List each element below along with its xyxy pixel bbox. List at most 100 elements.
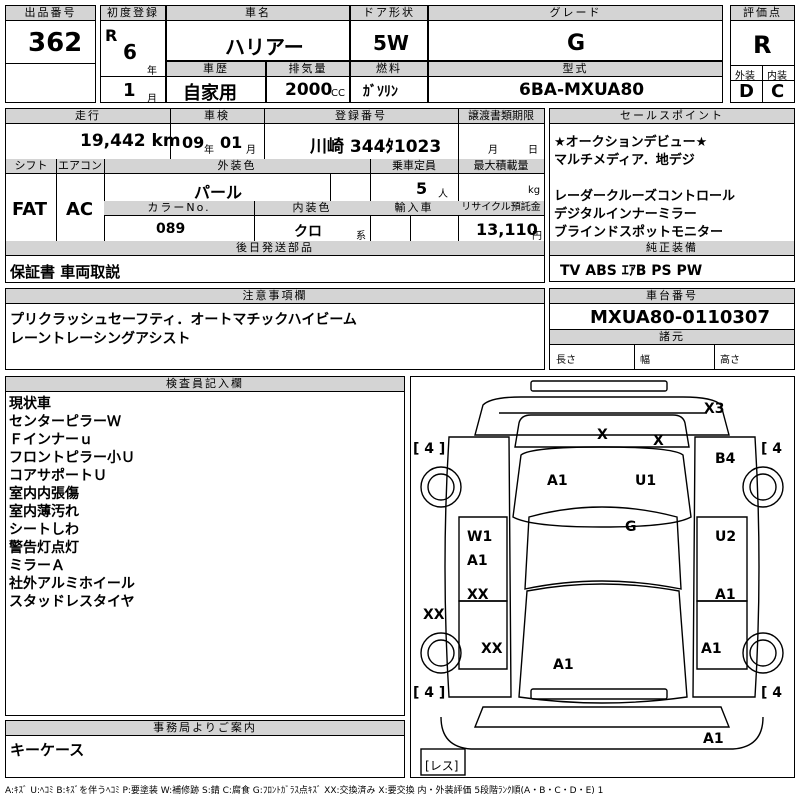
mark-x-b: X [653,433,664,449]
tire-depth: 4 [772,685,783,701]
transfer-day: 日 [528,145,538,156]
mark-b4: B4 [715,451,736,467]
first-reg-year: 6 [123,40,137,64]
equipment: TV ABS ｴｱB PS PW [560,263,703,279]
load-unit: kg [528,185,541,196]
lot-label: 出品番号 [6,6,95,21]
sales-line: ブラインドスポットモニター [554,225,724,240]
mark-a1-left: A1 [467,553,488,569]
office-label: 事務局よりご案内 [6,721,404,736]
later-label: 後日発送部品 [6,241,544,256]
inspector-line: 警告灯点灯 [9,540,79,556]
tire-front-right: [ 4 [761,441,783,457]
mileage-label: 走行 [6,109,170,124]
inspector-line: ミラーＡ [9,558,65,574]
ext-color-label: 外装色 [104,159,370,174]
color-no: 089 [156,221,186,237]
car-name-label: 車名 [167,6,349,21]
history-box: 車歴 自家用 [166,61,266,104]
reg-number: 川崎 344ﾀ1023 [310,137,442,157]
inspector-line: スタッドレスタイヤ [9,594,135,610]
mark-xx-left-in: XX [467,587,489,603]
car-name: ハリアー [225,35,304,59]
inspector-line: 室内薄汚れ [9,504,79,520]
door-label: ドア形状 [351,6,427,21]
model-label: 型式 [429,62,722,77]
load-label: 最大積載量 [458,159,544,174]
car-outline [420,380,784,776]
inspector-line: シートしわ [9,522,79,538]
tire-depth: 4 [424,685,435,701]
history: 自家用 [183,83,237,104]
fuel-box: 燃料 ｶﾞｿﾘﾝ [350,61,428,103]
era: R [105,26,118,45]
mark-a1-front-l: A1 [547,473,568,489]
score: R [753,31,772,59]
inspector-line: Ｆインナーｕ [9,432,93,448]
sales-line: レーダークルーズコントロール [554,189,735,204]
chassis-label: 車台番号 [550,289,794,304]
grade: G [567,31,586,56]
office-note: キーケース [10,741,85,759]
ac: AC [66,199,94,220]
first-reg-label: 初度登録 [101,6,165,21]
specs-label: 諸元 [550,330,794,345]
displacement-box: 排気量 2000 CC [266,61,350,103]
tire-depth: 4 [424,441,435,457]
fuel-label: 燃料 [351,62,427,77]
ext-color: パール [194,183,243,202]
import-label: 輸入車 [370,201,458,216]
recycle-label: リサイクル預託金 [458,201,544,216]
score-box: 評価点 R 外装 内装 D C [730,5,795,103]
inspector-line: センターピラーＷ [9,414,121,430]
inspector-label: 検査員記入欄 [6,377,404,392]
mark-x3: X3 [704,401,725,417]
model: 6BA-MXUA80 [519,80,645,100]
int-color: クロ [294,224,322,240]
grade-box: グレード G [428,5,723,61]
legend: A:ｷｽﾞ U:ﾍｺﾐ B:ｷｽﾞを伴うﾍｺﾐ P:要塗装 W:補修跡 S:錆 … [5,786,604,796]
length-label: 長さ [556,355,576,366]
first-reg-box: 初度登録 R 6 年 1 月 [100,5,166,105]
tire-rear-left: [ 4 ] [413,685,446,701]
cc-unit: CC [331,88,345,99]
office-box: 事務局よりご案内 キーケース [5,720,405,778]
sales-line: デジタルインナーミラー [554,207,697,222]
shift-label: シフト [6,159,56,174]
damage-diagram: X3 X X A1 U1 B4 G W1 A1 U2 XX A1 XX XX A… [410,376,795,778]
color-no-label: カラーNo. [104,201,254,216]
sales-line: ★オークションデビュー★ [554,135,708,150]
spare-label: レス [429,759,454,773]
mark-a1-right-mid: A1 [715,587,736,603]
inspection-label: 車検 [170,109,264,124]
inspector-box: 検査員記入欄 現状車 センターピラーＷ Ｆインナーｕ フロントピラー小Ｕ コアサ… [5,376,405,716]
width-label: 幅 [640,355,650,366]
sales-box: セールスポイント ★オークションデビュー★ マルチメディア．地デジ レーダークル… [549,108,795,282]
insp-year: 09 [182,133,205,152]
insp-year-unit: 年 [204,145,214,156]
lot-number: 362 [28,28,83,58]
mark-a1-rear: A1 [553,657,574,673]
chassis-box: 車台番号 MXUA80-0110307 諸元 長さ 幅 高さ [549,288,795,370]
inspector-line: コアサポートＵ [9,468,107,484]
recycle-unit: 円 [532,231,542,242]
mark-a1-bottom: A1 [703,731,724,747]
door-box: ドア形状 5W [350,5,428,61]
int-color-unit: 系 [356,231,366,242]
reg-label: 登録番号 [264,109,458,124]
fuel: ｶﾞｿﾘﾝ [363,84,398,100]
mark-xx-left-low: XX [481,641,503,657]
lot-box: 出品番号 362 [5,5,96,103]
tire-depth: 4 [772,441,783,457]
inspector-line: フロントピラー小Ｕ [9,450,135,466]
score-label: 評価点 [731,6,794,21]
ext-label: 外装 [735,71,755,82]
capacity-unit: 人 [438,189,448,200]
mark-xx-far-left: XX [423,607,445,623]
recycle: 13,110 [476,220,538,239]
shift: FAT [12,199,48,220]
chassis-number: MXUA80-0110307 [590,307,770,328]
mark-u1: U1 [635,473,657,489]
displacement-label: 排気量 [267,62,349,77]
notes-box: 注意事項欄 プリクラッシュセーフティ．オートマチックハイビーム レーントレーシン… [5,288,545,370]
